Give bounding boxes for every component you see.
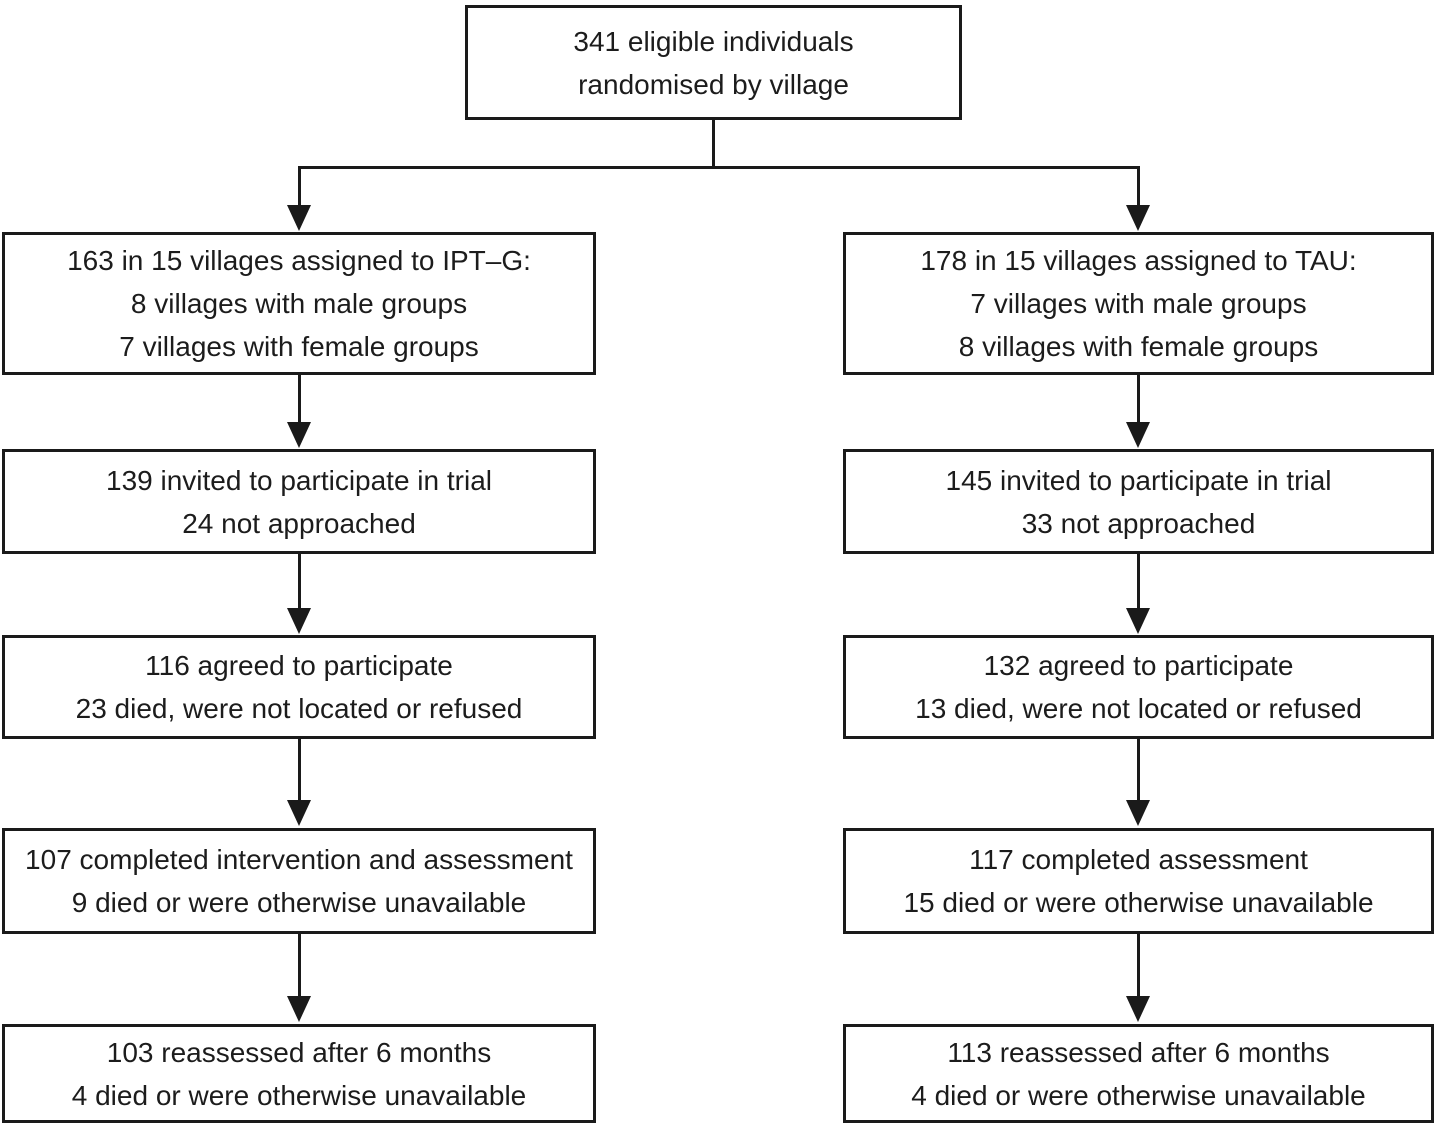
box-text-line: 33 not approached <box>1021 507 1256 539</box>
box-text-line: 113 reassessed after 6 months <box>947 1036 1330 1068</box>
box-tau-reassessed: 113 reassessed after 6 months 4 died or … <box>843 1024 1434 1123</box>
box-text-line: 341 eligible individuals <box>573 25 854 57</box>
box-text-line: 8 villages with male groups <box>130 288 468 319</box>
connector-line <box>712 120 715 168</box>
box-iptg-invited: 139 invited to participate in trial 24 n… <box>2 449 596 554</box>
connector-line <box>298 166 301 206</box>
box-tau-invited: 145 invited to participate in trial 33 n… <box>843 449 1434 554</box>
box-text-line: 117 completed assessment <box>969 844 1308 875</box>
box-text-line: 178 in 15 villages assigned to TAU: <box>920 245 1357 276</box>
box-tau-agreed: 132 agreed to participate 13 died, were … <box>843 635 1434 739</box>
connector-line <box>298 739 301 801</box>
connector-line <box>1137 739 1140 801</box>
connector-line <box>298 166 1140 169</box>
box-text-line: 132 agreed to participate <box>983 650 1294 681</box>
arrow-down-icon <box>287 608 311 634</box>
box-text-line: 23 died, were not located or refused <box>75 693 523 724</box>
box-text-line: 103 reassessed after 6 months <box>106 1036 492 1068</box>
box-text-line: 4 died or were otherwise unavailable <box>71 1079 527 1111</box>
box-tau-completed: 117 completed assessment 15 died or were… <box>843 828 1434 934</box>
connector-line <box>1137 554 1140 609</box>
box-text-line: 107 completed intervention and assessmen… <box>25 844 573 875</box>
arrow-down-icon <box>1126 996 1150 1022</box>
box-text-line: 9 died or were otherwise unavailable <box>71 887 527 918</box>
connector-line <box>1137 166 1140 206</box>
box-text-line: 163 in 15 villages assigned to IPT–G: <box>67 245 531 276</box>
connector-line <box>298 554 301 609</box>
arrow-down-icon <box>1126 608 1150 634</box>
arrow-down-icon <box>287 205 311 231</box>
arrow-down-icon <box>1126 205 1150 231</box>
box-iptg-agreed: 116 agreed to participate 23 died, were … <box>2 635 596 739</box>
box-text-line: 8 villages with female groups <box>958 331 1319 362</box>
box-tau-assigned: 178 in 15 villages assigned to TAU: 7 vi… <box>843 232 1434 375</box>
box-randomised: 341 eligible individuals randomised by v… <box>465 5 962 120</box>
arrow-down-icon <box>287 422 311 448</box>
box-text-line: 7 villages with female groups <box>119 331 479 362</box>
box-text-line: 116 agreed to participate <box>145 650 453 681</box>
box-text-line: 139 invited to participate in trial <box>106 464 492 496</box>
box-iptg-completed: 107 completed intervention and assessmen… <box>2 828 596 934</box>
box-text-line: 15 died or were otherwise unavailable <box>903 887 1374 918</box>
box-text-line: 13 died, were not located or refused <box>915 693 1362 724</box>
box-text-line: 7 villages with male groups <box>970 288 1307 319</box>
box-text-line: 4 died or were otherwise unavailable <box>911 1079 1366 1111</box>
connector-line <box>1137 934 1140 997</box>
box-text-line: randomised by village <box>578 68 849 100</box>
connector-line <box>1137 375 1140 423</box>
box-iptg-reassessed: 103 reassessed after 6 months 4 died or … <box>2 1024 596 1123</box>
box-text-line: 24 not approached <box>182 507 416 539</box>
box-text-line: 145 invited to participate in trial <box>945 464 1332 496</box>
box-iptg-assigned: 163 in 15 villages assigned to IPT–G: 8 … <box>2 232 596 375</box>
connector-line <box>298 375 301 423</box>
arrow-down-icon <box>287 996 311 1022</box>
arrow-down-icon <box>1126 800 1150 826</box>
arrow-down-icon <box>287 800 311 826</box>
connector-line <box>298 934 301 997</box>
arrow-down-icon <box>1126 422 1150 448</box>
